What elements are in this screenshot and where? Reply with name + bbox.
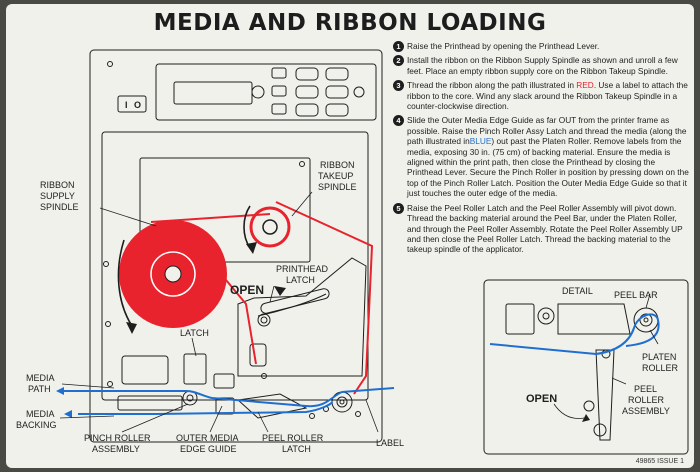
switch-off-glyph: O: [134, 100, 141, 110]
edge-guide-block: [213, 373, 235, 389]
label-printhead-latch: PRINTHEAD: [276, 264, 329, 274]
panel-button-4: [325, 85, 349, 99]
label-pinch-roller: PINCH ROLLER: [84, 433, 151, 443]
label-ribbon-takeup: SPINDLE: [318, 182, 357, 192]
label-peel-roller-assembly: ROLLER: [628, 395, 665, 405]
label-outer-edge-guide: EDGE GUIDE: [180, 444, 237, 454]
label-peel-roller-latch: PEEL ROLLER: [262, 433, 324, 443]
lcd-display: [173, 81, 253, 105]
label-pinch-roller: ASSEMBLY: [92, 444, 140, 454]
loading-diagram: I O RIBBON SUPPLY SPINDLE RIBBON TAKEUP …: [16, 49, 689, 455]
step-number-icon: 1: [393, 41, 404, 52]
step-highlight-blue: BLUE: [469, 136, 492, 147]
label-media-path: MEDIA: [26, 373, 55, 383]
step-text: Slide the Outer Media Edge Guide as far …: [407, 115, 687, 147]
power-switch: [117, 95, 147, 113]
step-item: 3 Thread the ribbon along the path illus…: [393, 80, 691, 111]
media-backing-path: [78, 401, 333, 415]
detail-media-path: [489, 313, 660, 356]
switch-on-glyph: I: [125, 100, 128, 110]
label-platen-roller: PLATEN: [642, 352, 676, 362]
label-peel-roller-latch: LATCH: [282, 444, 311, 454]
label-detail: DETAIL: [562, 286, 593, 296]
label-ribbon-takeup: RIBBON: [320, 160, 355, 170]
label-printhead-latch: LATCH: [286, 275, 315, 285]
page-title: MEDIA AND RIBBON LOADING: [153, 10, 547, 36]
step-text: Install the ribbon on the Ribbon Supply …: [407, 55, 678, 76]
step-text: Raise the Peel Roller Latch and the Peel…: [407, 202, 683, 255]
label-platen-roller: ROLLER: [642, 363, 679, 373]
printhead-lever: [260, 288, 330, 314]
step-text: . Use a label to attach the ribbon to th…: [407, 80, 688, 112]
label-ribbon-supply: SPINDLE: [40, 202, 79, 212]
panel-button-3: [295, 85, 319, 99]
label-ribbon-supply: RIBBON: [40, 180, 75, 190]
step-number-icon: 3: [393, 80, 404, 92]
step-number-icon: 5: [393, 202, 404, 214]
label-peel-bar: PEEL BAR: [614, 290, 658, 300]
label-media-backing: MEDIA: [26, 409, 55, 419]
step-text: Raise the Printhead by opening the Print…: [407, 41, 600, 51]
issue-footer: 49865 ISSUE 1: [635, 458, 684, 465]
label-peel-roller-assembly: ASSEMBLY: [622, 406, 670, 416]
step-highlight-red: RED: [576, 80, 594, 91]
ribbon-path: [150, 201, 374, 395]
control-panel: [155, 63, 377, 121]
step-item: 4 Slide the Outer Media Edge Guide as fa…: [393, 115, 691, 198]
detail-frame: [483, 279, 689, 455]
label-ribbon-takeup: TAKEUP: [318, 171, 353, 181]
instruction-steps: 1 Raise the Printhead by opening the Pri…: [393, 41, 691, 259]
panel-button-5: [295, 103, 319, 117]
panel-button-1: [295, 67, 319, 81]
nav-button-up: [271, 67, 287, 79]
label-open-main: OPEN: [230, 283, 264, 297]
step-number-icon: 2: [393, 55, 404, 67]
label-label: LABEL: [376, 438, 404, 448]
step-item: 2 Install the ribbon on the Ribbon Suppl…: [393, 55, 691, 76]
label-latch: LATCH: [180, 328, 209, 338]
printer-frame: [89, 49, 383, 443]
label-outer-edge-guide: OUTER MEDIA: [176, 433, 239, 443]
panel-button-2: [325, 67, 349, 81]
label-peel-roller-assembly: PEEL: [634, 384, 657, 394]
latch-block: [183, 353, 207, 385]
step-text: Thread the ribbon along the path illustr…: [407, 80, 577, 91]
step-number-icon: 4: [393, 115, 404, 127]
instruction-card: MEDIA AND RIBBON LOADING: [6, 4, 694, 468]
label-media-backing: BACKING: [16, 420, 57, 430]
step-item: 1 Raise the Printhead by opening the Pri…: [393, 41, 691, 52]
label-media-path: PATH: [28, 384, 51, 394]
media-path: [64, 387, 395, 408]
step-text: ) out past the Platen Roller. Remove lab…: [407, 136, 689, 199]
panel-button-6: [325, 103, 349, 117]
arrow-left-button: [251, 85, 265, 99]
label-ribbon-supply: SUPPLY: [40, 191, 75, 201]
label-open-detail: OPEN: [526, 393, 557, 405]
nav-button-left: [271, 85, 287, 97]
nav-button-down: [271, 103, 287, 115]
ribbon-takeup-spindle: [249, 206, 291, 248]
step-item: 5 Raise the Peel Roller Latch and the Pe…: [393, 202, 691, 255]
pinch-roller-body: [121, 355, 169, 385]
panel-button-7: [353, 86, 365, 98]
